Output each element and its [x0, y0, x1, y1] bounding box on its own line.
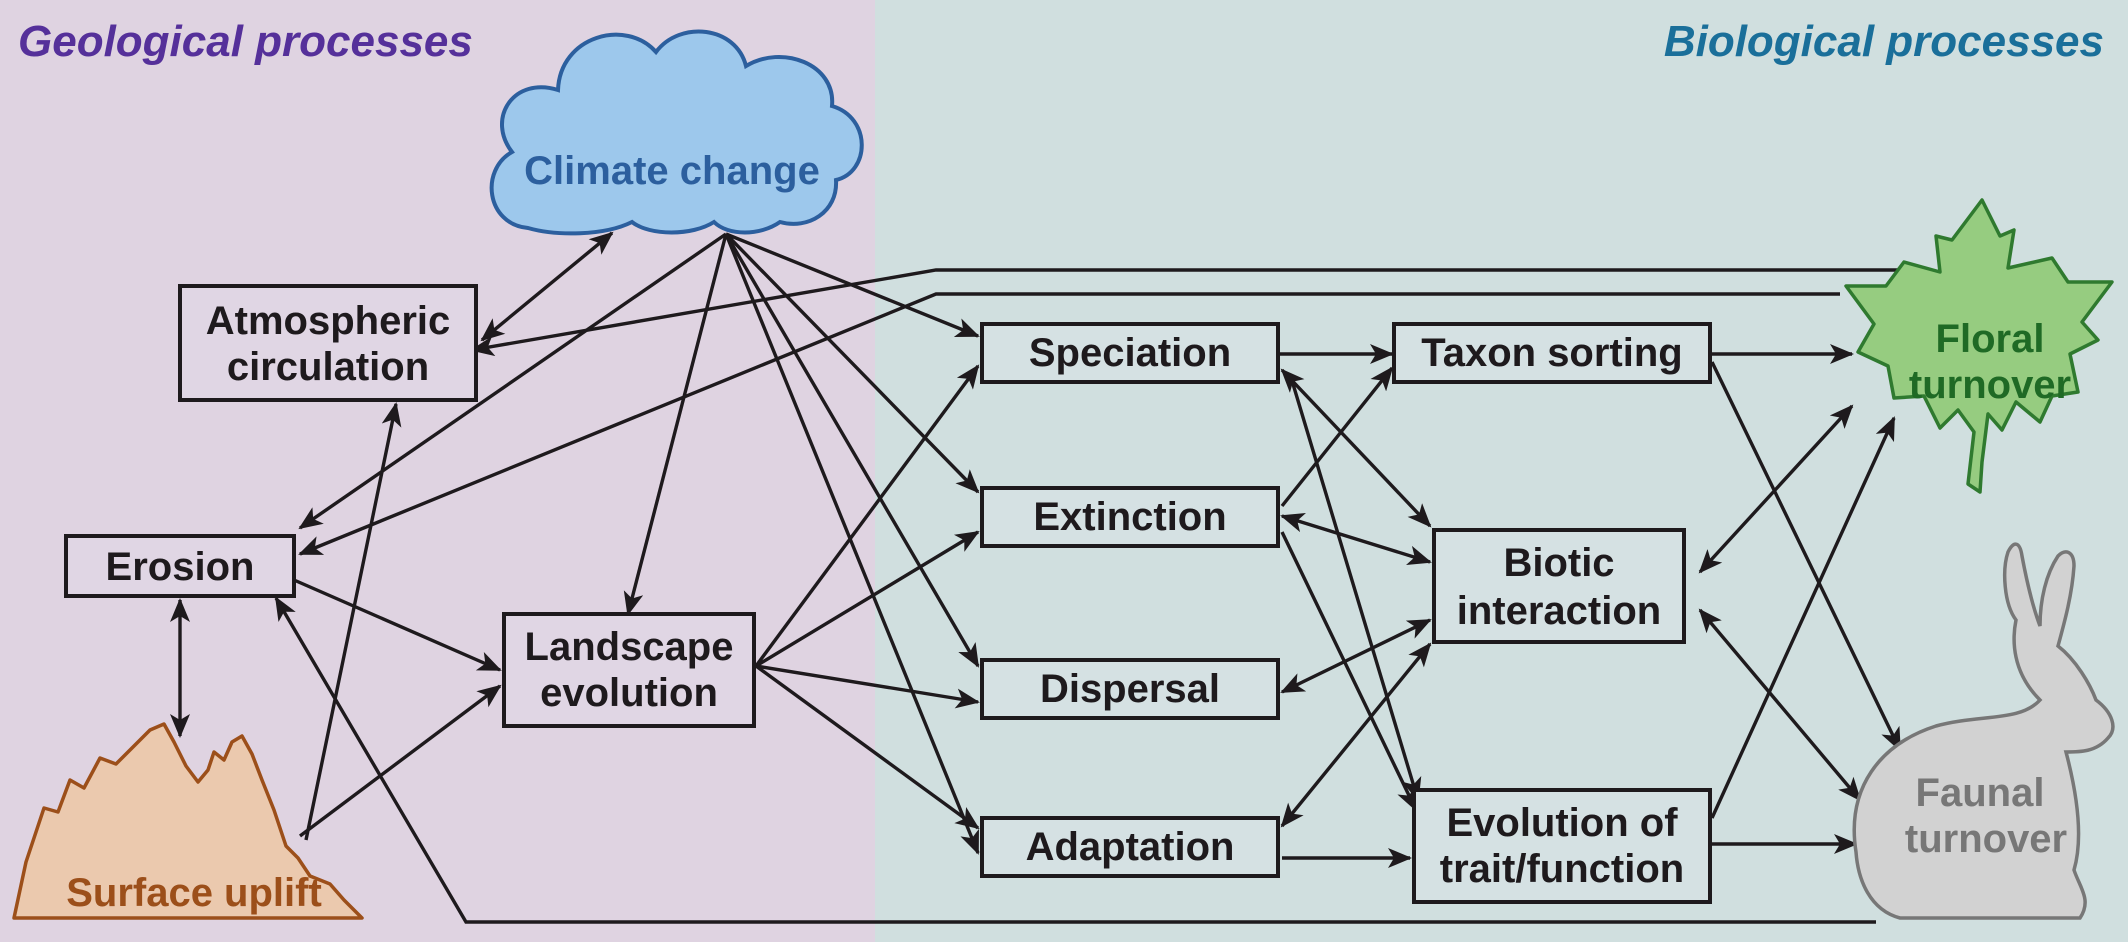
dispersal-label: Dispersal [1040, 667, 1220, 711]
arrow-climate-landscape [623, 233, 728, 616]
evolution-trait-function-box [1412, 788, 1712, 904]
faunal-turnover-node: Faunal turnover [1852, 542, 2115, 920]
biotic-interaction-label-1: Biotic [1503, 541, 1614, 585]
taxon-sorting-box [1392, 322, 1712, 384]
adaptation-node: Adaptation [980, 816, 1280, 878]
arrow-biotic-floral [1698, 404, 1854, 574]
arrow-landscape-dispersal [755, 664, 980, 709]
erosion-box [64, 534, 296, 598]
adaptation-label: Adaptation [1026, 825, 1235, 869]
surface-uplift-node: Surface uplift [12, 722, 364, 920]
arrow-climate-erosion [298, 232, 727, 530]
landscape-evolution-label-2: evolution [540, 671, 718, 715]
dispersal-node: Dispersal [980, 658, 1280, 720]
arrow-uplift-landscape [298, 684, 502, 838]
floral-turnover-node: Floral turnover [1844, 198, 2114, 494]
erosion-node: Erosion [64, 534, 296, 598]
biological-processes-title: Biological processes [1664, 17, 2104, 66]
arrow-climate-atmospheric [480, 231, 614, 342]
connection-arrows [170, 231, 1922, 924]
speciation-node: Speciation [980, 322, 1280, 384]
landscape-evolution-box [502, 612, 756, 728]
taxon-sorting-node: Taxon sorting [1392, 322, 1712, 384]
arrow-trait-floral [1710, 416, 1896, 819]
arrow-extinction-biotic [1280, 512, 1432, 566]
taxon-sorting-label: Taxon sorting [1421, 331, 1682, 375]
evolution-trait-function-label-1: Evolution of [1446, 801, 1678, 845]
arrow-floral-erosion [298, 292, 1840, 556]
extinction-node: Extinction [980, 486, 1280, 548]
arrow-speciation-biotic [1280, 368, 1432, 528]
arrow-uplift-atmospheric [304, 402, 402, 841]
surface-uplift-label: Surface uplift [66, 871, 322, 915]
mountain-icon [12, 722, 364, 920]
adaptation-box [980, 816, 1280, 878]
cloud-icon [489, 29, 864, 236]
speciation-label: Speciation [1029, 331, 1231, 375]
arrow-erosion-landscape [293, 578, 502, 672]
biotic-interaction-node: Biotic interaction [1432, 528, 1686, 644]
climate-change-node: Climate change [489, 29, 864, 236]
floral-turnover-label-1: Floral [1936, 317, 2045, 361]
speciation-box [980, 322, 1280, 384]
rabbit-icon [1852, 542, 2115, 920]
arrow-landscape-adaptation [754, 664, 980, 830]
arrow-faunal-erosion [274, 596, 1876, 924]
atmospheric-circulation-label-1: Atmospheric [206, 299, 451, 343]
arrow-landscape-speciation [754, 364, 980, 668]
arrow-floral-atmospheric [470, 268, 1922, 357]
dispersal-box [980, 658, 1280, 720]
arrow-climate-adaptation [724, 233, 980, 855]
arrow-climate-extinction [724, 232, 980, 494]
landscape-evolution-node: Landscape evolution [502, 612, 756, 728]
floral-turnover-label-2: turnover [1909, 363, 2071, 407]
maple-leaf-icon [1844, 198, 2114, 494]
atmospheric-circulation-box [178, 284, 478, 402]
climate-change-label: Climate change [524, 149, 820, 193]
arrow-climate-dispersal [724, 233, 980, 668]
extinction-label: Extinction [1033, 495, 1226, 539]
arrow-adaptation-biotic [1280, 642, 1432, 828]
biotic-interaction-label-2: interaction [1457, 589, 1661, 633]
erosion-label: Erosion [106, 545, 255, 589]
atmospheric-circulation-label-2: circulation [227, 345, 429, 389]
faunal-turnover-label-2: turnover [1905, 817, 2067, 861]
biotic-interaction-box [1432, 528, 1686, 644]
extinction-box [980, 486, 1280, 548]
landscape-evolution-label-1: Landscape [525, 625, 734, 669]
faunal-turnover-label-1: Faunal [1916, 771, 2045, 815]
evolution-trait-function-label-2: trait/function [1440, 847, 1684, 891]
arrow-biotic-faunal [1698, 608, 1862, 802]
evolution-trait-function-node: Evolution of trait/function [1412, 788, 1712, 904]
arrow-landscape-extinction [755, 530, 980, 668]
atmospheric-circulation-node: Atmospheric circulation [178, 284, 478, 402]
geological-processes-title: Geological processes [18, 17, 473, 66]
arrow-extinction-taxon [1280, 366, 1394, 508]
